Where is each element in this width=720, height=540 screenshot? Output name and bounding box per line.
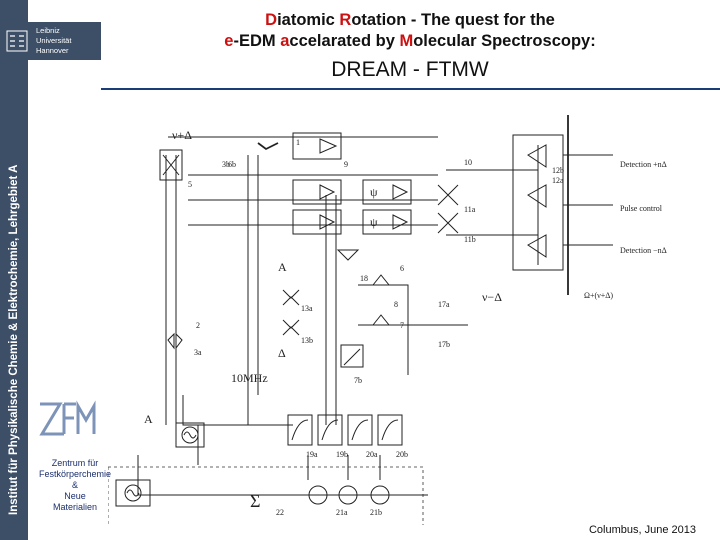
title-initial: a [280,32,290,50]
mixer-block [159,149,183,181]
label-n11: 11a [464,205,476,214]
label-psi-upper: ψ [370,185,378,199]
label-n7: 7 [400,321,404,330]
title-text: -EDM [233,32,281,50]
sidebar-institute-text: Institut für Physikalische Chemie & Elek… [8,164,20,515]
bus-lines [137,136,539,496]
title-text: ccelarated by [289,32,400,50]
title-text: olecular Spectroscopy: [413,32,596,50]
university-name: Leibniz Universität Hannover [36,26,71,56]
sidebar: Institut für Physikalische Chemie & Elek… [0,0,28,540]
label-n13: 12a [552,176,564,185]
label-a: A [278,260,287,274]
label-n8: 8 [394,300,398,309]
label-delta: Δ [278,346,286,360]
label-sum-expression: Ω+(ν+Δ) [584,291,613,300]
page-subtitle: DREAM - FTMW [331,58,489,81]
label-detection-minus: Detection −nΔ [620,246,667,255]
title-initial: D [265,11,278,29]
dashed-frame [108,466,424,525]
label-psi-lower: ψ [370,215,378,229]
label-n6: 6 [400,264,404,273]
label-n1: 1 [296,138,300,147]
label-n14: 12b [552,166,564,175]
label-n24: 21a [336,508,348,517]
label-n2: 2 [196,321,200,330]
institute-line: & [71,480,78,490]
label-nu-plus-delta: ν+Δ [172,128,192,142]
label-nu-minus-delta: ν−Δ [482,290,502,304]
label-n18: 17b [438,340,450,349]
detection-chain [512,115,613,295]
stage-boxes [292,179,459,235]
label-n21: 19b [336,450,348,459]
label-a-lower: A [144,412,153,426]
institute-line: Neue [64,491,86,501]
label-n20: 19a [306,450,318,459]
label-n4: 3b [222,160,230,169]
luh-logo-icon [6,30,28,52]
institute-line: Zentrum für [51,458,99,468]
page-title: Diatomic Rotation - The quest for the e-E… [120,10,700,52]
label-pulse-control: Pulse control [620,204,663,213]
varactor-symbol [167,332,183,350]
mixer-cross [162,154,180,176]
title-initial: M [399,32,414,50]
label-10mhz: 10MHz [231,371,268,385]
label-n19: 18 [360,274,368,283]
institute-line: Festkörperchemie [38,469,112,479]
logo-line: Leibniz [36,26,60,35]
label-n15: 13a [301,304,313,313]
label-n9: 9 [344,160,348,169]
label-n12: 11b [464,235,476,244]
footer-text: Columbus, June 2013 [588,524,696,536]
switch-symbol [257,142,279,151]
label-n22: 20a [366,450,378,459]
title-text: iatomic [277,11,340,29]
ftmw-circuit-diagram: ν+Δ ν−Δ Ω+(ν+Δ) 10MHz Σ A A Δ ψ ψ Detect… [108,115,667,525]
label-n16: 13b [301,336,313,345]
title-initial: e [224,32,234,50]
logo-line: Universität [36,36,72,45]
logo-line: Hannover [36,46,69,55]
label-n25: 21b [370,508,382,517]
label-n28: 7b [354,376,362,385]
title-initial: R [339,11,352,29]
label-sigma: Σ [250,491,260,511]
bottom-units [115,414,403,507]
label-n23: 20b [396,450,408,459]
label-detection-plus: Detection +nΔ [620,160,667,169]
zfm-logo-icon [39,400,96,436]
amplifier-row-top [257,132,342,160]
diode-chain [282,249,391,368]
institute-line: Materialien [52,502,98,512]
label-n10: 10 [464,158,472,167]
university-logo: Leibniz Universität Hannover [0,22,101,60]
title-text: otation - The quest for the [351,11,555,29]
label-n17: 17a [438,300,450,309]
label-n26: 22 [276,508,284,517]
label-n5: 5 [188,180,192,189]
label-n3: 3a [194,348,202,357]
institute-label: Zentrum für Festkörperchemie & Neue Mate… [30,458,120,513]
label-n27: 6b [228,160,236,169]
title-divider [101,88,720,90]
